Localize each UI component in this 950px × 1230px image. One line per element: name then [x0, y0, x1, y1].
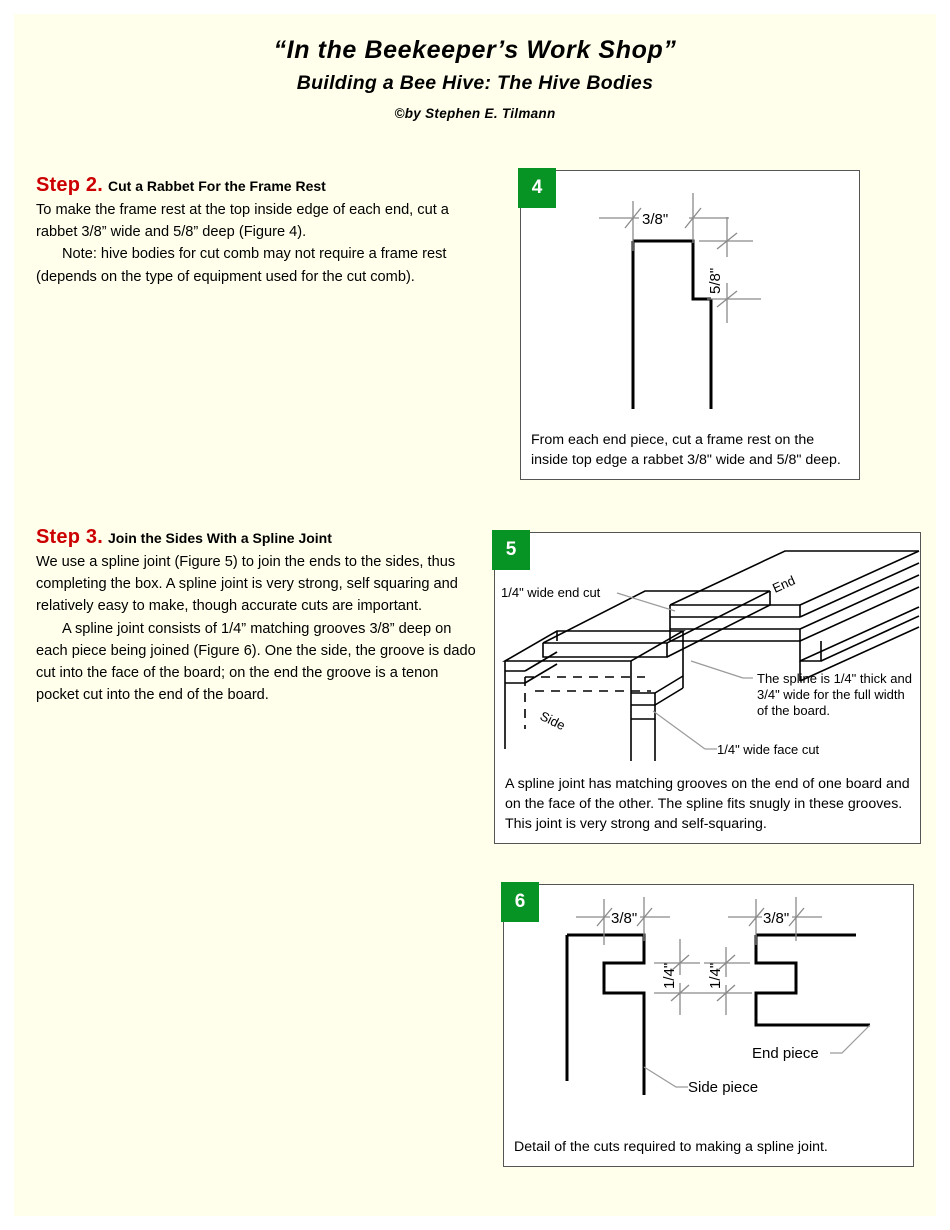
figure-4-badge: 4 [518, 168, 556, 208]
end-height-dimension: 1/4" [704, 947, 752, 1015]
spline-note-line-3: of the board. [757, 703, 830, 718]
end-width-label: 3/8" [763, 910, 789, 927]
side-width-dimension: 3/8" [576, 897, 670, 945]
figure-6-labels: Side piece End piece [643, 1024, 871, 1096]
figure-5: 5 [492, 530, 921, 844]
end-cut-label: 1/4" wide end cut [501, 585, 601, 600]
figure-5-annotations: 1/4" wide end cut End Side The spline is… [501, 573, 912, 757]
side-height-label: 1/4" [661, 963, 678, 989]
side-board-label: Side [538, 708, 568, 733]
step-3-block: Step 3.Join the Sides With a Spline Join… [36, 526, 476, 706]
figure-6-badge: 6 [501, 882, 539, 922]
side-width-label: 3/8" [611, 910, 637, 927]
side-board [502, 630, 686, 761]
figure-4-width-label: 3/8" [642, 211, 668, 228]
figure-4: 4 3/8" [518, 168, 860, 480]
figure-6-caption: Detail of the cuts required to making a … [514, 1138, 828, 1155]
end-board-label: End [770, 573, 797, 596]
step-3-heading: Step 3.Join the Sides With a Spline Join… [36, 526, 476, 549]
step-2-heading: Step 2.Cut a Rabbet For the Frame Rest [36, 174, 476, 197]
step-3-label: Step 3. [36, 526, 103, 548]
figure-4-caption: From each end piece, cut a frame rest on… [531, 431, 841, 468]
figure-5-caption: A spline joint has matching grooves on t… [505, 775, 910, 832]
step-3-paragraph-1: We use a spline joint (Figure 5) to join… [36, 554, 458, 615]
step-2-paragraph-2: Note: hive bodies for cut comb may not r… [36, 246, 447, 285]
side-piece-profile [565, 933, 646, 1095]
face-cut-label: 1/4" wide face cut [717, 742, 820, 757]
step-2-title: Cut a Rabbet For the Frame Rest [107, 178, 326, 194]
spline-board [542, 590, 771, 658]
figure-6: 6 3/8" [501, 882, 914, 1167]
figure-4-depth-dimension: 5/8" [699, 217, 761, 323]
byline: ©by Stephen E. Tilmann [394, 105, 556, 121]
figure-5-drawing: 1/4" wide end cut End Side The spline is… [501, 550, 920, 761]
document-page: “In the Beekeeper’s Work Shop” Building … [14, 14, 936, 1216]
side-piece-label: Side piece [688, 1079, 758, 1096]
figure-5-badge: 5 [492, 530, 530, 570]
end-piece-profile [754, 933, 870, 1027]
spline-note-line-1: The spline is 1/4" thick and [757, 671, 912, 686]
end-width-dimension: 3/8" [728, 897, 822, 945]
figure-4-drawing: 3/8" 5/8" [599, 193, 761, 409]
step-3-title: Join the Sides With a Spline Joint [107, 530, 332, 546]
step-2-paragraph-1: To make the frame rest at the top inside… [36, 202, 449, 241]
figure-4-width-dimension: 3/8" [599, 193, 729, 251]
end-height-label: 1/4" [707, 963, 724, 989]
end-piece-label: End piece [752, 1045, 819, 1062]
step-2-label: Step 2. [36, 174, 103, 196]
end-board [669, 550, 920, 682]
page-subtitle: Building a Bee Hive: The Hive Bodies [296, 71, 654, 94]
spline-note-line-2: 3/4" wide for the full width [757, 687, 905, 702]
step-2-block: Step 2.Cut a Rabbet For the Frame Rest T… [36, 174, 476, 288]
step-3-paragraph-2: A spline joint consists of 1/4” matching… [36, 620, 476, 704]
page-title: “In the Beekeeper’s Work Shop” [273, 36, 677, 64]
figure-6-drawing: 3/8" 1/4" [565, 897, 871, 1096]
figure-4-depth-label: 5/8" [707, 268, 724, 294]
document-header: “In the Beekeeper’s Work Shop” Building … [14, 36, 936, 121]
side-height-dimension: 1/4" [654, 939, 704, 1015]
